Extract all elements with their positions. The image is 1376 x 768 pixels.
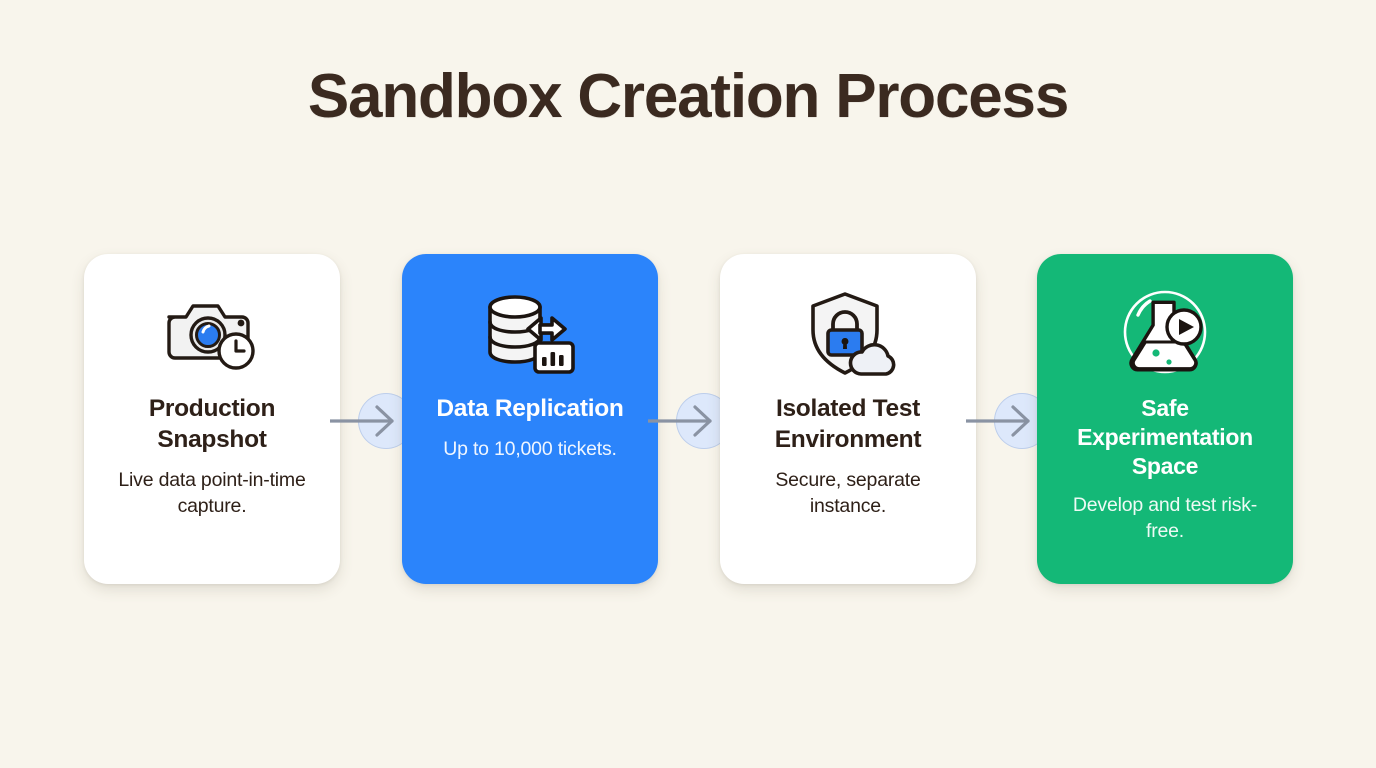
step-description: Up to 10,000 tickets. <box>443 437 617 460</box>
step-title: Safe Experimentation Space <box>1077 395 1253 479</box>
step-card-production-snapshot[interactable]: Production Snapshot Live data point-in-t… <box>84 254 340 584</box>
step-title: Data Replication <box>436 395 624 422</box>
arrow-right-icon <box>966 405 1030 437</box>
step-card-data-replication[interactable]: Data Replication Up to 10,000 tickets. <box>402 254 658 584</box>
page-title: Sandbox Creation Process <box>307 62 1069 131</box>
arrow-right-icon <box>648 405 712 437</box>
database-sync-icon <box>476 288 584 380</box>
arrow-right-icon <box>330 405 394 437</box>
step-description: Live data point-in-time capture. <box>118 468 306 518</box>
step-title: Isolated Test Environment <box>774 395 922 453</box>
shield-lock-cloud-icon <box>794 288 902 380</box>
step-description: Develop and test risk-free. <box>1072 493 1258 543</box>
camera-clock-icon <box>158 288 266 380</box>
step-card-isolated-test-environment[interactable]: Isolated Test Environment Secure, separa… <box>720 254 976 584</box>
step-title: Production Snapshot <box>148 395 276 453</box>
flask-play-icon <box>1111 288 1219 380</box>
step-description: Secure, separate instance. <box>775 468 921 518</box>
step-card-safe-experimentation-space[interactable]: Safe Experimentation Space Develop and t… <box>1037 254 1293 584</box>
process-flow-diagram: Production Snapshot Live data point-in-t… <box>84 254 1293 584</box>
